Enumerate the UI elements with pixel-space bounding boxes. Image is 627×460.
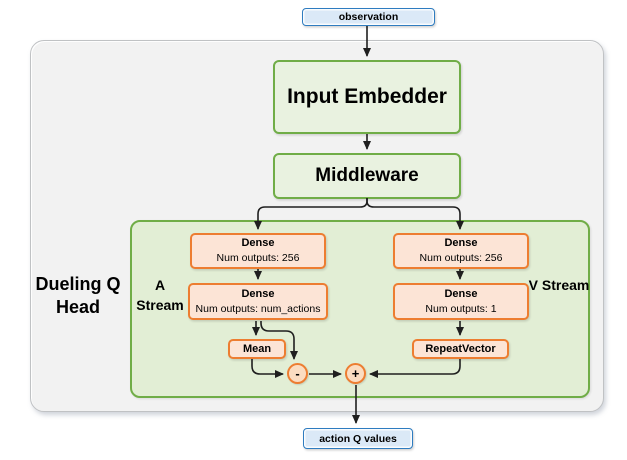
input-embedder-label: Input Embedder [287, 85, 447, 108]
v-stream-label: V Stream [528, 277, 590, 293]
a-stream-dense2-subtitle: Num outputs: num_actions [195, 302, 321, 315]
mean-node: Mean [228, 339, 286, 359]
a-stream-dense1-title: Dense [241, 237, 275, 250]
observation-node: observation [302, 8, 435, 26]
middleware-node: Middleware [273, 153, 461, 199]
action-q-values-label: action Q values [319, 432, 397, 445]
subtract-operator-node: - [287, 363, 308, 384]
a-stream-dense2-node: Dense Num outputs: num_actions [188, 283, 328, 320]
action-q-values-node: action Q values [303, 428, 413, 449]
middleware-label: Middleware [315, 165, 419, 186]
add-operator-node: + [345, 363, 366, 384]
v-stream-dense2-title: Dense [444, 287, 478, 300]
minus-symbol: - [295, 366, 300, 381]
repeat-vector-label: RepeatVector [425, 342, 496, 355]
repeat-vector-node: RepeatVector [412, 339, 509, 359]
mean-label: Mean [242, 342, 272, 355]
v-stream-dense2-subtitle: Num outputs: 1 [425, 302, 497, 315]
input-embedder-node: Input Embedder [273, 60, 461, 134]
v-stream-dense1-subtitle: Num outputs: 256 [419, 252, 503, 265]
a-stream-dense1-node: Dense Num outputs: 256 [190, 233, 326, 269]
a-stream-label: A Stream [136, 277, 184, 313]
plus-symbol: + [351, 366, 360, 381]
a-stream-dense2-title: Dense [241, 287, 275, 300]
observation-label: observation [338, 11, 399, 23]
v-stream-dense1-node: Dense Num outputs: 256 [393, 233, 529, 269]
v-stream-dense1-title: Dense [444, 237, 478, 250]
v-stream-dense2-node: Dense Num outputs: 1 [393, 283, 529, 320]
dueling-q-head-label: Dueling Q Head [35, 274, 121, 317]
a-stream-dense1-subtitle: Num outputs: 256 [216, 252, 300, 265]
